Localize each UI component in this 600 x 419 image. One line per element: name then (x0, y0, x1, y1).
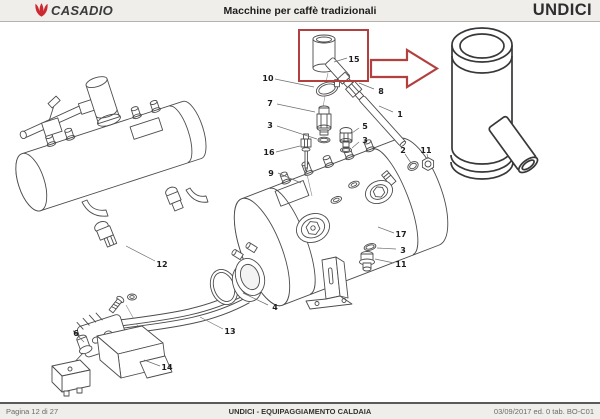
callout-label: 12 (156, 260, 167, 269)
callout-label: 6 (73, 329, 79, 338)
plug-fitting (339, 127, 353, 148)
callout-leader (274, 78, 315, 88)
callout-label: 11 (420, 146, 432, 155)
callout-leader (125, 245, 156, 262)
casadio-tulip-icon (35, 3, 48, 17)
callout-label: 3 (362, 136, 368, 145)
callout-label: 15 (348, 55, 360, 64)
callout-leader (351, 141, 360, 149)
vent-tube (359, 95, 407, 147)
callout-label: 11 (395, 260, 407, 269)
callout-leader (78, 336, 85, 343)
edition-info: 03/09/2017 ed. 0 tab. BO-C01 (493, 407, 594, 416)
thermostat (51, 334, 93, 397)
callout-label: 14 (161, 363, 173, 372)
callout-label: 7 (267, 99, 273, 108)
enlarged-part-detail (450, 27, 539, 180)
element-port-collar (234, 258, 266, 296)
callout-label: 10 (262, 74, 274, 83)
assembled-boiler-view (15, 76, 209, 248)
callout-leader (242, 292, 269, 306)
brand-name: CASADIO (51, 2, 114, 18)
callout-leader (376, 247, 397, 250)
callout-leader (378, 105, 394, 113)
level-port-boss (365, 170, 397, 205)
callout-label: 8 (378, 87, 384, 96)
callout-leader (199, 316, 224, 330)
callout-leader (374, 258, 395, 264)
callout-leader (426, 153, 429, 160)
callout-leader (377, 226, 395, 234)
callout-leader (333, 57, 348, 63)
page-title: Macchine per caffè tradizionali (223, 5, 377, 17)
brand-logo: CASADIO (34, 2, 113, 18)
model-name: UNDICI (532, 1, 592, 19)
o-ring (317, 136, 331, 144)
zoom-arrow-icon (369, 48, 440, 89)
page-number: Pagina 12 di 27 (6, 407, 59, 416)
callout-label: 13 (224, 327, 235, 336)
callout-leader (276, 103, 316, 113)
callout-label: 2 (400, 146, 406, 155)
callout-label: 3 (267, 121, 273, 130)
page-header: CASADIO Macchine per caffè tradizionali … (0, 0, 600, 22)
callout-label: 16 (263, 148, 275, 157)
main-boiler (231, 137, 449, 310)
callout-label: 1 (397, 110, 403, 119)
highlight-box (298, 29, 369, 82)
callout-label: 5 (362, 122, 368, 131)
callout-leader (143, 359, 161, 367)
hose-clamp (315, 77, 341, 97)
page-footer: Pagina 12 di 27 UNDICI - EQUIPAGGIAMENTO… (0, 402, 600, 419)
callout-label: 3 (400, 246, 406, 255)
side-fitting (165, 186, 184, 212)
callout-leader (351, 127, 360, 134)
mounting-bracket (305, 256, 353, 310)
callout-label: 9 (268, 169, 274, 178)
level-probe (300, 133, 312, 173)
callout-leader (404, 153, 412, 164)
callout-label: 17 (395, 230, 406, 239)
callout-leader (275, 145, 301, 153)
screw (108, 295, 125, 314)
callout-leader (277, 172, 302, 184)
section-title: UNDICI - EQUIPAGGIAMENTO CALDAIA (228, 407, 372, 416)
washer (127, 293, 137, 301)
exploded-parts (300, 34, 435, 272)
heating-element-group (51, 264, 263, 397)
o-ring (340, 147, 352, 153)
callout-label: 4 (272, 303, 278, 312)
drain-valve (94, 221, 118, 248)
o-ring (363, 243, 377, 251)
callout-leader (276, 125, 318, 140)
stud-fittings (45, 100, 161, 147)
callout-leader (358, 82, 375, 90)
hex-nut (421, 157, 435, 171)
cap-plug (359, 251, 375, 272)
sight-glass-boss (296, 213, 330, 243)
upper-fitting (316, 105, 332, 136)
